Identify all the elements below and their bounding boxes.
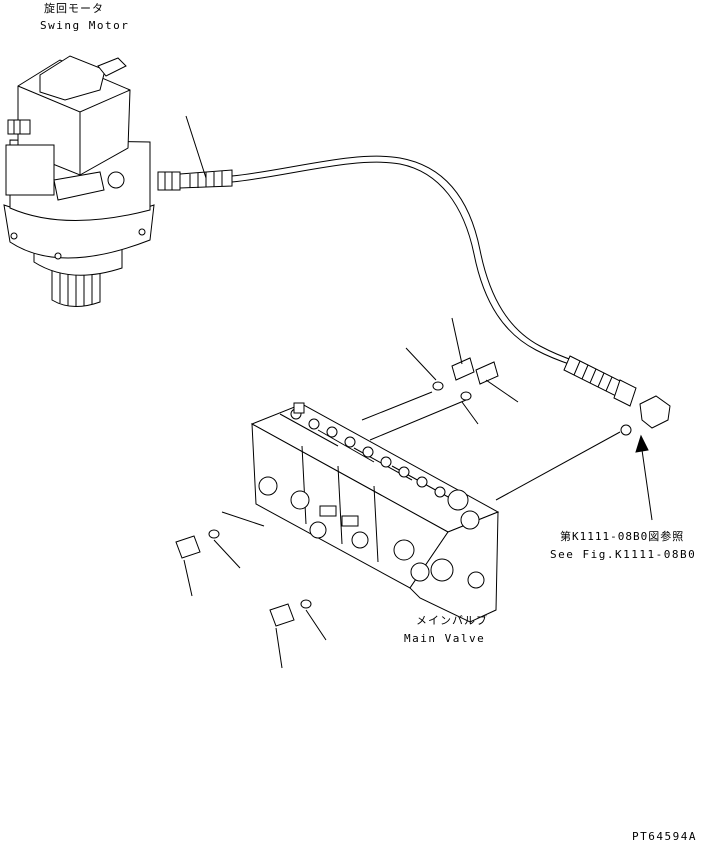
drawing-number: PT64594A (632, 830, 697, 843)
fittings (175, 357, 671, 627)
hose-assembly (157, 115, 637, 407)
leader-lines (183, 317, 653, 669)
main-valve (250, 402, 500, 623)
main-valve-label-en: Main Valve (404, 632, 486, 645)
reference-label-en: See Fig.K1111-08B0 (550, 548, 697, 561)
swing-motor-label-ja: 旋回モータ (44, 2, 104, 15)
swing-motor (3, 55, 155, 307)
swing-motor-label-en: Swing Motor (40, 19, 130, 32)
reference-label-ja: 第K1111-08B0図参照 (560, 530, 685, 543)
main-valve-label-ja: メインバルブ (416, 614, 488, 627)
